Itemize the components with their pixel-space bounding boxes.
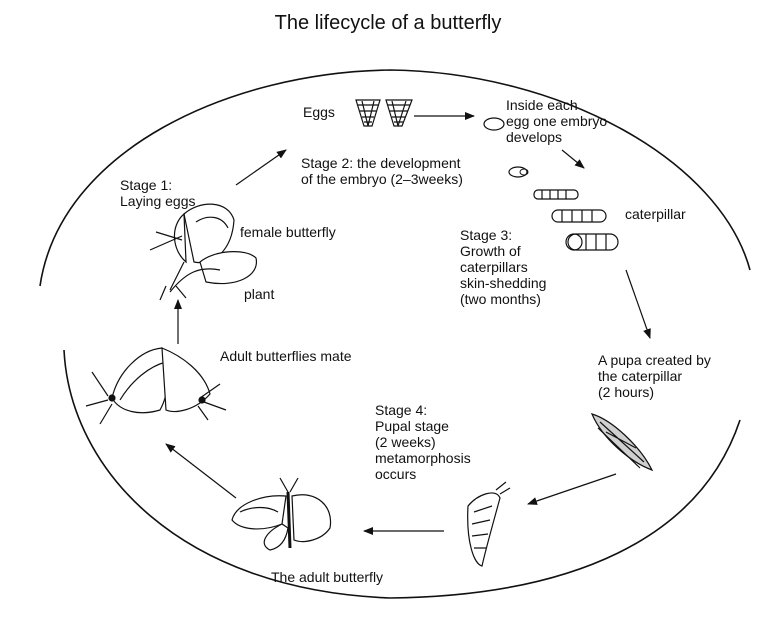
cycle-ring-bottom: [63, 349, 741, 599]
female-butterfly-icon: [149, 203, 235, 291]
eggs-icon: [355, 99, 413, 127]
pupa-created-label: A pupa created by the caterpillar (2 hou…: [598, 352, 711, 400]
adult-mate-label: Adult butterflies mate: [220, 348, 352, 364]
stage4-label: Stage 4: Pupal stage (2 weeks) metamorph…: [375, 402, 471, 482]
small-larva-icon: [508, 166, 528, 178]
inside-egg-label: Inside each egg one embryo develops: [506, 97, 608, 145]
plant-icon: [159, 251, 257, 301]
stage1-label: Stage 1: Laying eggs: [120, 177, 196, 209]
cycle-ring-top: [39, 69, 751, 287]
caterpillars-icon: [533, 189, 619, 251]
stage3-label: Stage 3: Growth of caterpillars skin-she…: [460, 227, 547, 307]
arrow-stage1-to-eggs: [235, 149, 287, 186]
adult-butterfly-icon: [231, 477, 332, 551]
mating-butterflies-icon: [85, 347, 227, 425]
stage2-label: Stage 2: the development of the embryo (…: [301, 155, 463, 187]
arrow-adult-to-mate: [165, 443, 237, 499]
adult-butterfly-label: The adult butterfly: [271, 569, 384, 585]
arrow-embryo-down: [561, 149, 585, 169]
pupa-icon: [590, 413, 654, 472]
female-butterfly-label: female butterfly: [240, 224, 336, 240]
chrysalis-icon: [467, 481, 511, 567]
plant-label: plant: [244, 286, 275, 302]
egg-embryo-icon: [483, 117, 505, 131]
arrow-caterpillar-to-pupa: [625, 269, 651, 339]
eggs-label: Eggs: [303, 104, 335, 120]
caterpillar-label: caterpillar: [625, 206, 686, 222]
diagram-title: The lifecycle of a butterfly: [274, 12, 502, 34]
arrow-pupa-to-chrysalis: [527, 473, 617, 505]
